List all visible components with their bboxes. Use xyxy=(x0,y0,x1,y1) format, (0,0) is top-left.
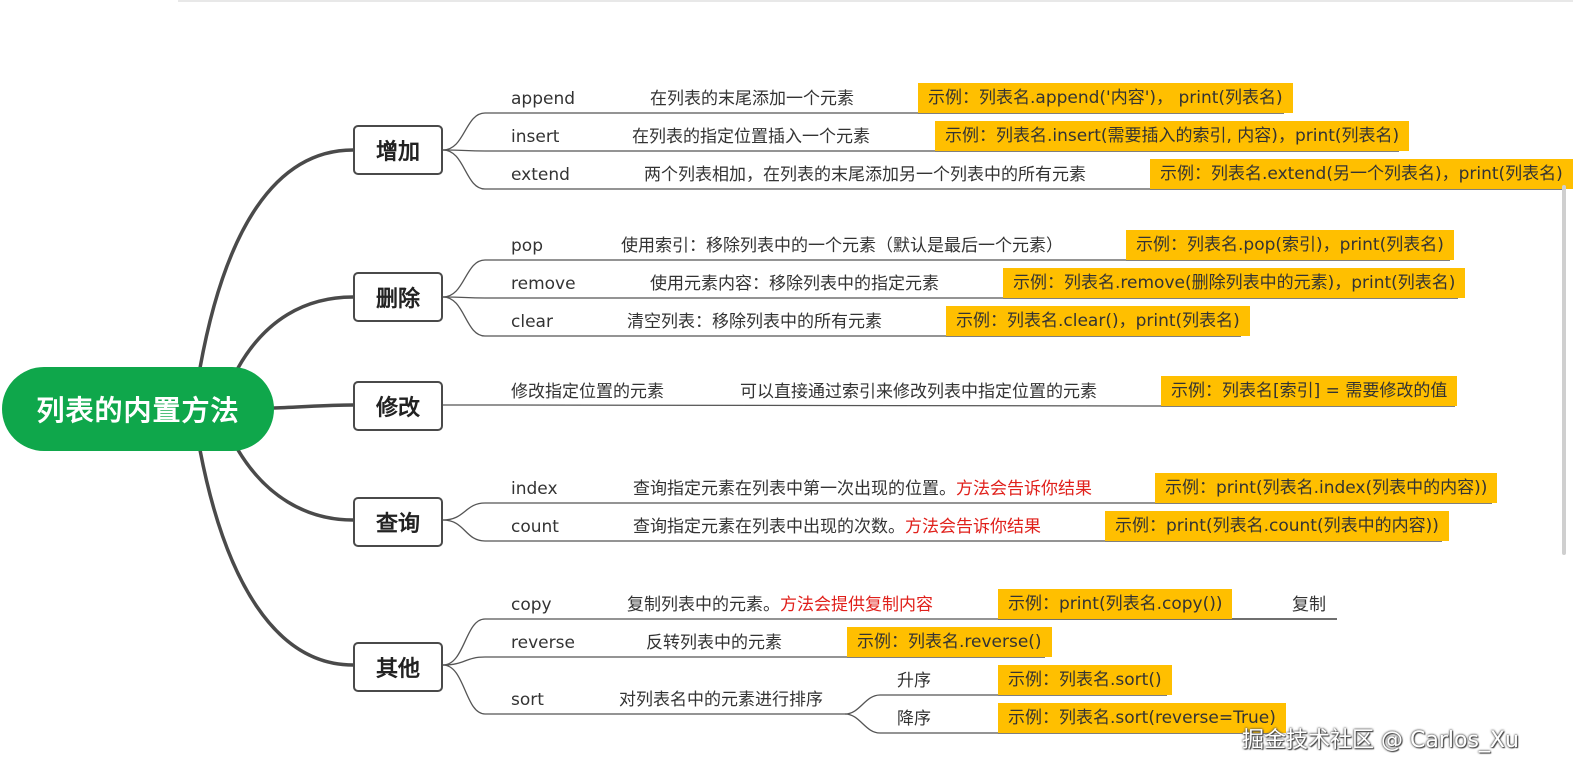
method-index-note: 方法会告诉你结果 xyxy=(956,479,1092,499)
method-extend-example: 示例：列表名.extend(另一个列表名)，print(列表名) xyxy=(1150,159,1573,189)
line-count xyxy=(442,519,1105,542)
connector-root-query xyxy=(236,448,355,522)
method-sort-name: sort xyxy=(511,690,544,710)
line-clear xyxy=(442,296,946,337)
method-sort-desc-label: 降序 xyxy=(897,709,931,729)
method-copy-desc: 复制列表中的元素。方法会提供复制内容 xyxy=(627,594,933,616)
method-clear-example: 示例：列表名.clear()，print(列表名) xyxy=(946,306,1250,336)
vertical-scrollbar[interactable] xyxy=(1562,185,1566,555)
connector-root-other xyxy=(198,448,355,667)
method-copy-name: copy xyxy=(511,595,552,615)
method-copy-extra: 复制 xyxy=(1292,595,1326,615)
method-count-desc-text: 查询指定元素在列表中出现的次数。 xyxy=(633,517,905,537)
line-sort-desc xyxy=(844,713,998,734)
line-extend xyxy=(442,149,1150,190)
method-copy-note: 方法会提供复制内容 xyxy=(780,595,933,615)
connector-root-delete xyxy=(236,295,355,370)
method-sort-asc-label: 升序 xyxy=(897,671,931,691)
line-pop xyxy=(442,259,1126,298)
top-divider xyxy=(178,0,1573,2)
line-index xyxy=(442,502,1155,521)
method-modify-desc: 可以直接通过索引来修改列表中指定位置的元素 xyxy=(740,382,1097,402)
method-append-example: 示例：列表名.append('内容')， print(列表名) xyxy=(918,83,1293,113)
category-other[interactable]: 其他 xyxy=(353,642,443,692)
method-insert-name: insert xyxy=(511,127,560,147)
method-append-name: append xyxy=(511,89,576,109)
method-modify-name: 修改指定位置的元素 xyxy=(511,382,664,402)
line-append xyxy=(442,112,918,151)
method-count-note: 方法会告诉你结果 xyxy=(905,517,1041,537)
root-node[interactable]: 列表的内置方法 xyxy=(2,367,274,451)
method-reverse-name: reverse xyxy=(511,633,575,653)
method-sort-asc-example: 示例：列表名.sort() xyxy=(998,665,1172,695)
method-index-desc-text: 查询指定元素在列表中第一次出现的位置。 xyxy=(633,479,956,499)
method-remove-name: remove xyxy=(511,274,576,294)
method-pop-desc: 使用索引：移除列表中的一个元素（默认是最后一个元素） xyxy=(621,236,1063,256)
method-copy-example: 示例：print(列表名.copy()) xyxy=(998,589,1233,619)
method-index-desc: 查询指定元素在列表中第一次出现的位置。方法会告诉你结果 xyxy=(633,478,1092,500)
line-copy xyxy=(442,618,1337,666)
line-reverse xyxy=(442,656,847,666)
method-sort-desc-example: 示例：列表名.sort(reverse=True) xyxy=(998,703,1286,733)
method-pop-example: 示例：列表名.pop(索引)，print(列表名) xyxy=(1126,230,1454,260)
method-count-desc: 查询指定元素在列表中出现的次数。方法会告诉你结果 xyxy=(633,516,1041,538)
method-clear-desc: 清空列表：移除列表中的所有元素 xyxy=(627,312,882,332)
category-query[interactable]: 查询 xyxy=(353,497,443,547)
category-add[interactable]: 增加 xyxy=(353,125,443,175)
method-reverse-desc: 反转列表中的元素 xyxy=(646,633,782,653)
line-sort-asc xyxy=(844,694,998,715)
method-copy-desc-text: 复制列表中的元素。 xyxy=(627,595,780,615)
method-clear-name: clear xyxy=(511,312,553,332)
method-append-desc: 在列表的末尾添加一个元素 xyxy=(650,89,854,109)
line-insert xyxy=(442,149,935,152)
method-reverse-example: 示例：列表名.reverse() xyxy=(847,627,1052,657)
method-remove-desc: 使用元素内容：移除列表中的指定元素 xyxy=(650,274,939,294)
method-extend-name: extend xyxy=(511,165,570,185)
connector-root-modify xyxy=(272,403,355,410)
method-insert-desc: 在列表的指定位置插入一个元素 xyxy=(632,127,870,147)
method-pop-name: pop xyxy=(511,236,543,256)
line-remove xyxy=(442,296,1003,299)
line-sort xyxy=(442,664,845,715)
connector-root-add xyxy=(198,148,355,370)
method-index-name: index xyxy=(511,479,558,499)
watermark: 掘金技术社区 @ Carlos_Xu xyxy=(1242,728,1519,753)
method-extend-desc: 两个列表相加，在列表的末尾添加另一个列表中的所有元素 xyxy=(644,165,1086,185)
method-index-example: 示例：print(列表名.index(列表中的内容)) xyxy=(1155,473,1498,503)
method-insert-example: 示例：列表名.insert(需要插入的索引, 内容)，print(列表名) xyxy=(935,121,1410,151)
method-count-example: 示例：print(列表名.count(列表中的内容)) xyxy=(1105,511,1449,541)
category-delete[interactable]: 删除 xyxy=(353,272,443,322)
method-count-name: count xyxy=(511,517,559,537)
category-modify[interactable]: 修改 xyxy=(353,381,443,431)
method-remove-example: 示例：列表名.remove(删除列表中的元素)，print(列表名) xyxy=(1003,268,1466,298)
line-modify xyxy=(443,404,1162,407)
method-modify-example: 示例：列表名[索引] = 需要修改的值 xyxy=(1161,376,1458,406)
method-sort-desc: 对列表名中的元素进行排序 xyxy=(619,690,823,710)
